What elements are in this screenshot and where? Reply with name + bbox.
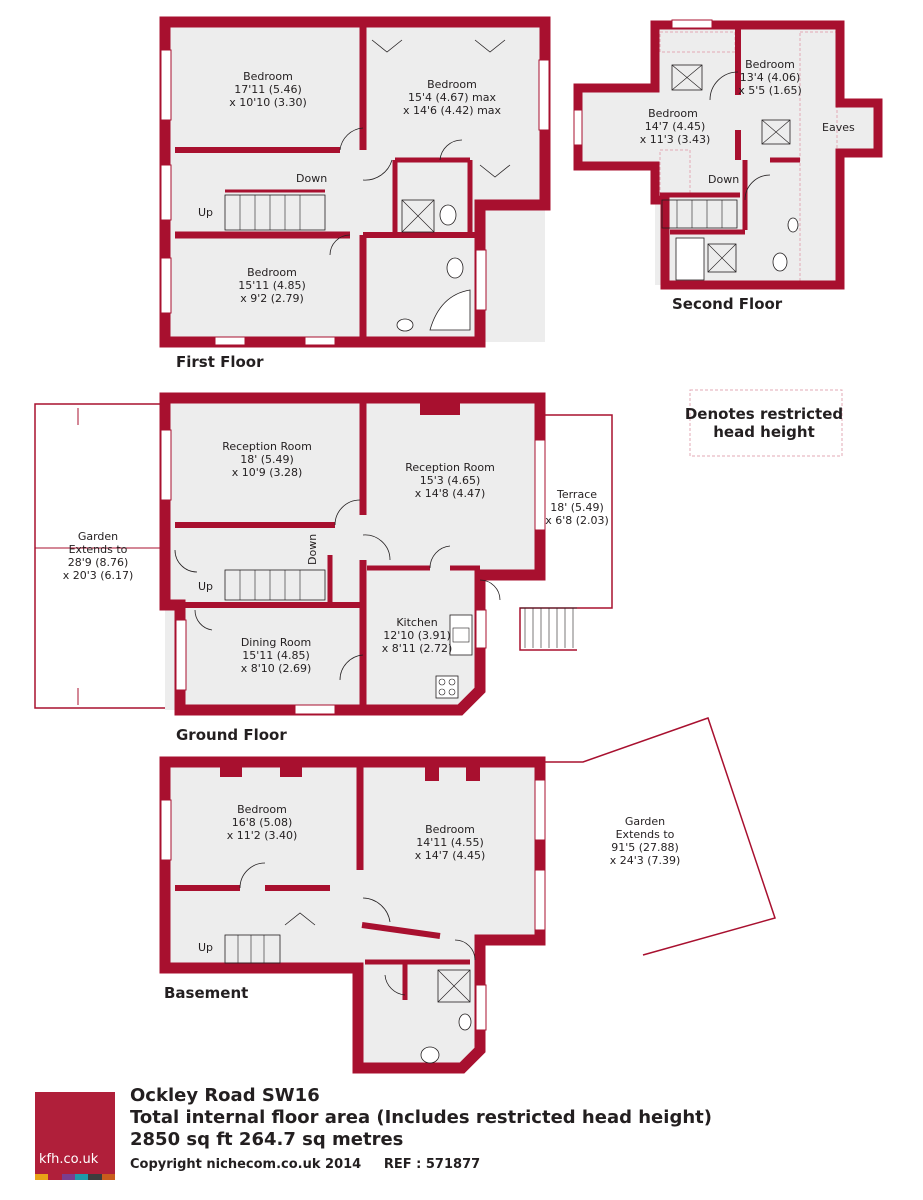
restricted-height-legend: Denotes restricted head height: [685, 389, 843, 457]
ff-up-label: Up: [198, 206, 213, 219]
logo-strip-swatch-2: [48, 1174, 62, 1180]
bs-garden-dim2: x 24'3 (7.39): [610, 854, 681, 867]
sf-eaves-label: Eaves: [822, 121, 855, 134]
gf-dining-name: Dining Room: [241, 636, 311, 649]
gf-garden-dim1: 28'9 (8.76): [68, 556, 129, 569]
reference-text: REF : 571877: [383, 1157, 481, 1172]
gf-reception1-dim2: x 10'9 (3.28): [232, 466, 303, 479]
logo-strip-swatch-4: [74, 1174, 89, 1180]
first-floor-plan: Bedroom 17'11 (5.46) x 10'10 (3.30) Bedr…: [159, 16, 551, 371]
bs-bedroom1-name: Bedroom: [237, 803, 287, 816]
logo-text: kfh.co.uk: [39, 1152, 99, 1167]
ground-floor-plan: Reception Room 18' (5.49) x 10'9 (3.28) …: [34, 392, 613, 744]
bs-bedroom2-dim2: x 14'7 (4.45): [415, 849, 486, 862]
gf-garden-dim2: x 20'3 (6.17): [63, 569, 134, 582]
bs-bedroom1-dim2: x 11'2 (3.40): [227, 829, 298, 842]
gf-garden-extends: Extends to: [69, 543, 128, 556]
legend-line1: Denotes restricted: [685, 405, 843, 423]
bs-bedroom2-name: Bedroom: [425, 823, 475, 836]
logo-box: [35, 1092, 115, 1174]
gf-reception2-dim1: 15'3 (4.65): [420, 474, 481, 487]
property-address: Ockley Road SW16: [130, 1085, 320, 1106]
legend-line2: head height: [713, 423, 815, 441]
ff-bedroom3-name: Bedroom: [247, 266, 297, 279]
gf-terrace-dim1: 18' (5.49): [550, 501, 604, 514]
gf-reception2-name: Reception Room: [405, 461, 495, 474]
ff-bedroom2-dim2: x 14'6 (4.42) max: [403, 104, 502, 117]
bs-garden-dim1: 91'5 (27.88): [611, 841, 679, 854]
logo-strip-swatch-1: [35, 1174, 49, 1180]
gf-kitchen-name: Kitchen: [396, 616, 437, 629]
ground-floor-title: Ground Floor: [176, 726, 287, 744]
ff-bedroom2-name: Bedroom: [427, 78, 477, 91]
gf-dining-dim2: x 8'10 (2.69): [241, 662, 312, 675]
gf-up-label: Up: [198, 580, 213, 593]
footer-info: Ockley Road SW16 Total internal floor ar…: [130, 1085, 712, 1179]
logo-strip-swatch-5: [88, 1174, 102, 1180]
second-floor-title: Second Floor: [672, 295, 783, 313]
gf-kitchen-dim2: x 8'11 (2.72): [382, 642, 453, 655]
sf-bedroom2-dim2: x 5'5 (1.65): [738, 84, 802, 97]
ff-bedroom1-dim1: 17'11 (5.46): [234, 83, 302, 96]
floor-plan-drawing: Bedroom 17'11 (5.46) x 10'10 (3.30) Bedr…: [34, 16, 883, 1074]
gf-reception2-dim2: x 14'8 (4.47): [415, 487, 486, 500]
sf-bedroom1-dim1: 14'7 (4.45): [645, 120, 706, 133]
gf-dining-dim1: 15'11 (4.85): [242, 649, 310, 662]
ff-down-label: Down: [296, 172, 327, 185]
gf-terrace-dim2: x 6'8 (2.03): [545, 514, 609, 527]
ff-bedroom1-name: Bedroom: [243, 70, 293, 83]
kfh-logo: kfh.co.uk: [35, 1092, 115, 1180]
ff-bedroom1-dim2: x 10'10 (3.30): [229, 96, 307, 109]
bs-bedroom2-dim1: 14'11 (4.55): [416, 836, 484, 849]
second-floor-plan: Bedroom 14'7 (4.45) x 11'3 (3.43) Bedroo…: [573, 19, 883, 313]
basement-plan: Bedroom 16'8 (5.08) x 11'2 (3.40) Bedroo…: [159, 717, 776, 1074]
sf-down-label: Down: [708, 173, 739, 186]
sf-bedroom2-name: Bedroom: [745, 58, 795, 71]
copyright-text: Copyright nichecom.co.uk 2014: [130, 1157, 362, 1172]
copyright-line: Copyright nichecom.co.uk 2014 REF : 5718…: [130, 1151, 712, 1179]
gf-reception1-name: Reception Room: [222, 440, 312, 453]
first-floor-title: First Floor: [176, 353, 264, 371]
basement-title: Basement: [164, 984, 248, 1002]
gf-terrace-name: Terrace: [556, 488, 597, 501]
area-title: Total internal floor area (Includes rest…: [130, 1107, 712, 1128]
bs-garden-extends: Extends to: [616, 828, 675, 841]
logo-strip-swatch-3: [61, 1174, 75, 1180]
sf-bedroom2-dim1: 13'4 (4.06): [740, 71, 801, 84]
sf-bedroom1-dim2: x 11'3 (3.43): [640, 133, 711, 146]
sf-bedroom1-name: Bedroom: [648, 107, 698, 120]
bs-bedroom1-dim1: 16'8 (5.08): [232, 816, 293, 829]
gf-garden-name: Garden: [78, 530, 118, 543]
logo-strip-swatch-6: [101, 1174, 115, 1180]
ff-bedroom2-dim1: 15'4 (4.67) max: [408, 91, 497, 104]
bs-up-label: Up: [198, 941, 213, 954]
gf-reception1-dim1: 18' (5.49): [240, 453, 294, 466]
logo-color-strip: [35, 1174, 115, 1180]
area-value: 2850 sq ft 264.7 sq metres: [130, 1129, 404, 1150]
gf-kitchen-dim1: 12'10 (3.91): [383, 629, 451, 642]
ff-bedroom3-dim1: 15'11 (4.85): [238, 279, 306, 292]
ff-bedroom3-dim2: x 9'2 (2.79): [240, 292, 304, 305]
bs-garden-name: Garden: [625, 815, 665, 828]
gf-down-label: Down: [306, 534, 319, 565]
